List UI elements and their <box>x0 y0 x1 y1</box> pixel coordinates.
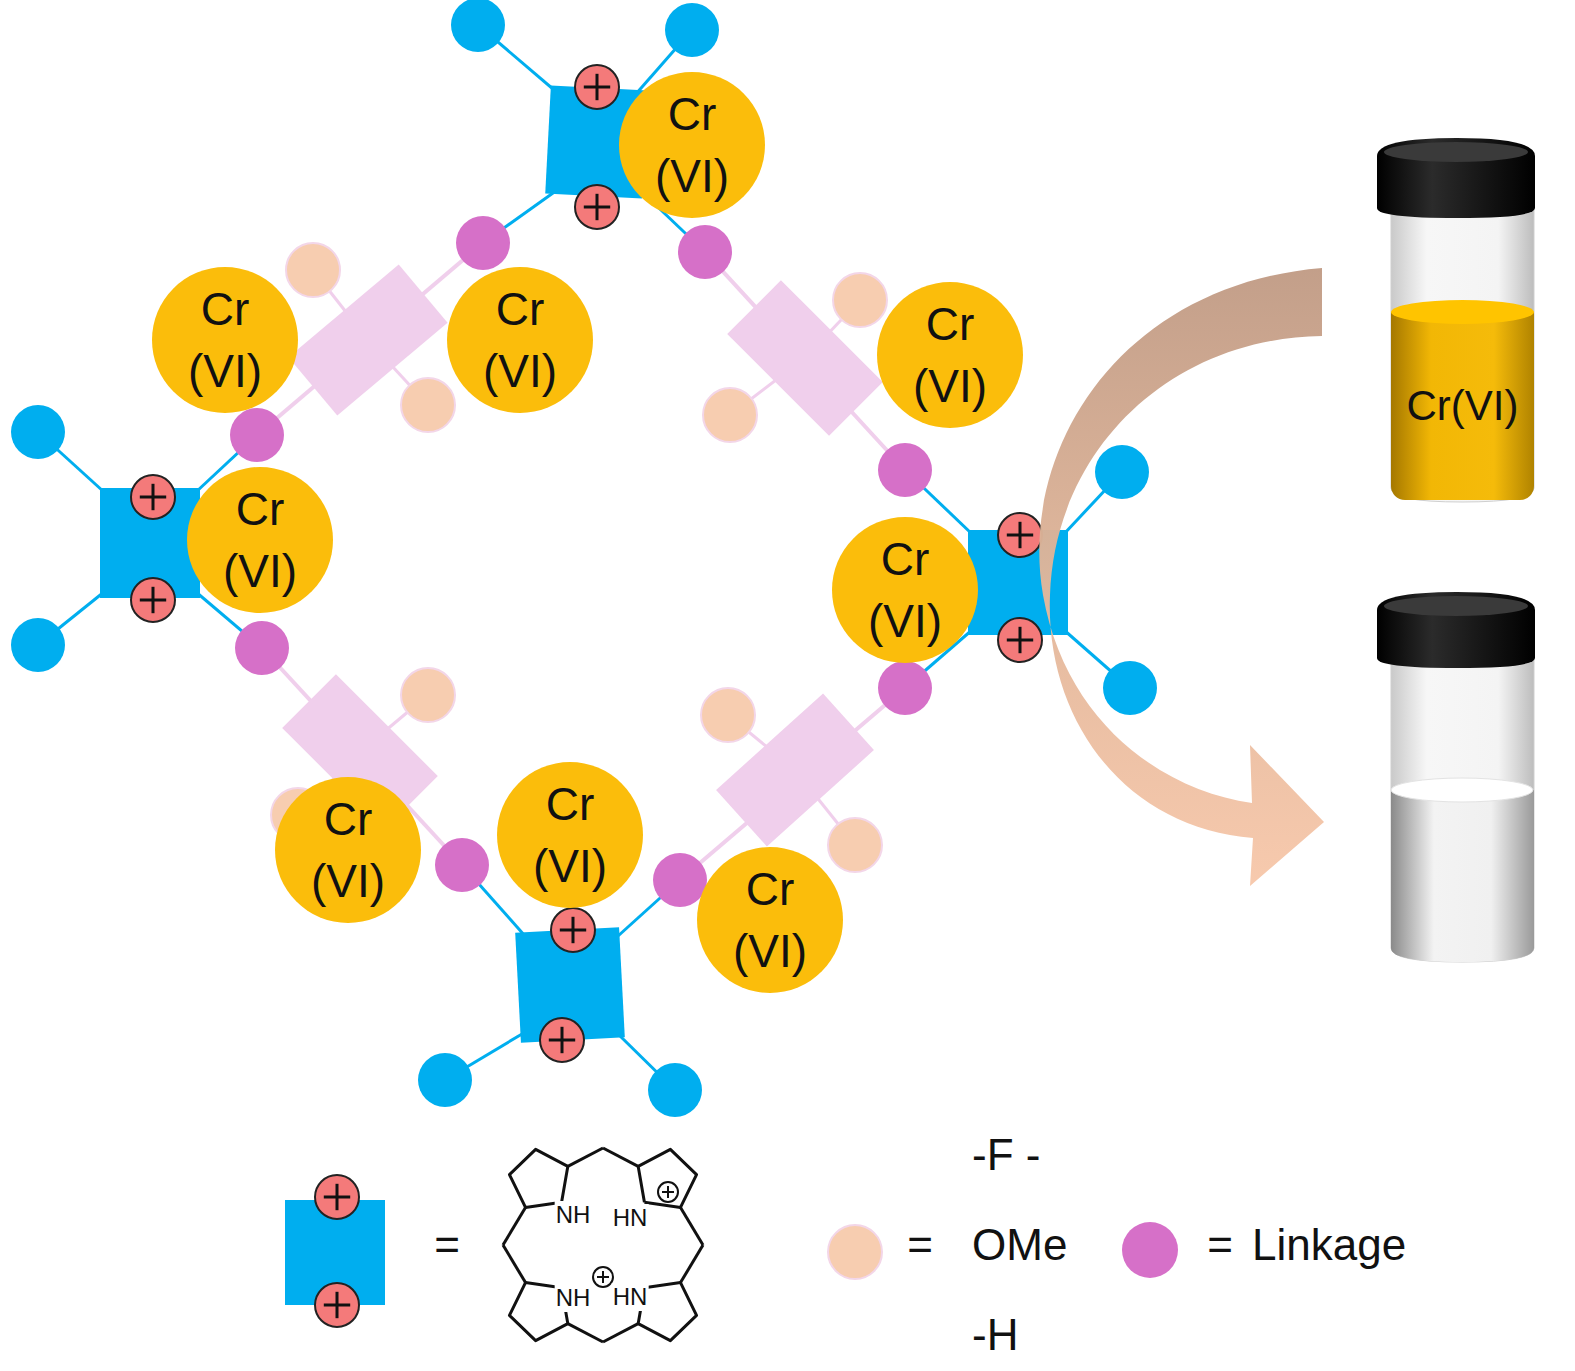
chromium-ion: Cr (VI) <box>877 282 1023 428</box>
equals-sign: = <box>907 1220 933 1270</box>
removal-arrow <box>1039 268 1324 886</box>
atom-label: HN <box>612 1204 649 1232</box>
linkage-dot <box>235 621 289 675</box>
node-text: Cr (VI) <box>636 83 748 207</box>
substituent-dot <box>701 688 755 742</box>
legend-swatch <box>827 1224 883 1280</box>
equals-sign: = <box>1207 1220 1233 1270</box>
node-text: Cr (VI) <box>464 278 576 402</box>
node-text: Cr (VI) <box>204 478 316 602</box>
atom-label: NH <box>555 1284 592 1312</box>
node-text: Cr (VI) <box>292 788 404 912</box>
equals-sign: = <box>434 1220 460 1270</box>
charge-symbol <box>131 578 175 622</box>
node-text: Cr(VI) <box>1407 381 1519 431</box>
substituent-dot <box>401 668 455 722</box>
linkage-dot <box>435 838 489 892</box>
liquid-surface <box>1391 300 1534 324</box>
node-text: Cr (VI) <box>849 528 961 652</box>
substituent-dot <box>833 273 887 327</box>
substituent-dot <box>828 818 882 872</box>
node-text: Cr (VI) <box>894 293 1006 417</box>
chromium-ion: Cr (VI) <box>497 762 643 908</box>
porphyrin-structure <box>503 1148 703 1342</box>
terminal-dot <box>1095 445 1149 499</box>
charge-symbol <box>540 1018 584 1062</box>
chromium-ion: Cr (VI) <box>832 517 978 663</box>
terminal-dot <box>11 618 65 672</box>
linkage-dot <box>456 216 510 270</box>
terminal-dot <box>418 1053 472 1107</box>
legend-text: Linkage <box>1252 1219 1406 1271</box>
vial <box>1377 592 1535 962</box>
chromium-ion: Cr (VI) <box>275 777 421 923</box>
charge-symbol <box>551 908 595 952</box>
substituent-dot <box>401 378 455 432</box>
chromium-ion: Cr (VI) <box>187 467 333 613</box>
node-text: Cr (VI) <box>514 773 626 897</box>
vial <box>1377 138 1535 502</box>
solution-vial: Cr(VI) <box>1391 312 1534 500</box>
legend-swatch <box>1122 1222 1178 1278</box>
node-text: Cr (VI) <box>169 278 281 402</box>
terminal-dot <box>648 1063 702 1117</box>
chromium-ion: Cr (VI) <box>619 72 765 218</box>
node-text: Cr (VI) <box>714 858 826 982</box>
terminal-dot <box>11 405 65 459</box>
charge-symbol <box>315 1175 359 1219</box>
atom-label: HN <box>612 1283 649 1311</box>
substituent-dot <box>703 388 757 442</box>
atom-label: NH <box>555 1201 592 1229</box>
terminal-dot <box>1103 661 1157 715</box>
charge-symbol <box>575 65 619 109</box>
porphyrin-units <box>11 0 1157 1117</box>
linkage-dot <box>230 408 284 462</box>
charge-symbol <box>998 618 1042 662</box>
chromium-ion: Cr (VI) <box>152 267 298 413</box>
terminal-dot <box>665 3 719 57</box>
chromium-ion: Cr (VI) <box>447 267 593 413</box>
linkage-dot <box>878 443 932 497</box>
terminal-dot <box>451 0 505 52</box>
legend-text: -F -OMe -H <box>972 1110 1067 1371</box>
linkage-dot <box>678 225 732 279</box>
charge-symbol <box>998 513 1042 557</box>
legend-drawing <box>285 1148 703 1342</box>
chromium-ion: Cr (VI) <box>697 847 843 993</box>
linkage-dot <box>878 661 932 715</box>
charge-symbol <box>131 475 175 519</box>
charge-symbol <box>575 185 619 229</box>
substituent-dot <box>286 243 340 297</box>
charge-symbol <box>315 1283 359 1327</box>
